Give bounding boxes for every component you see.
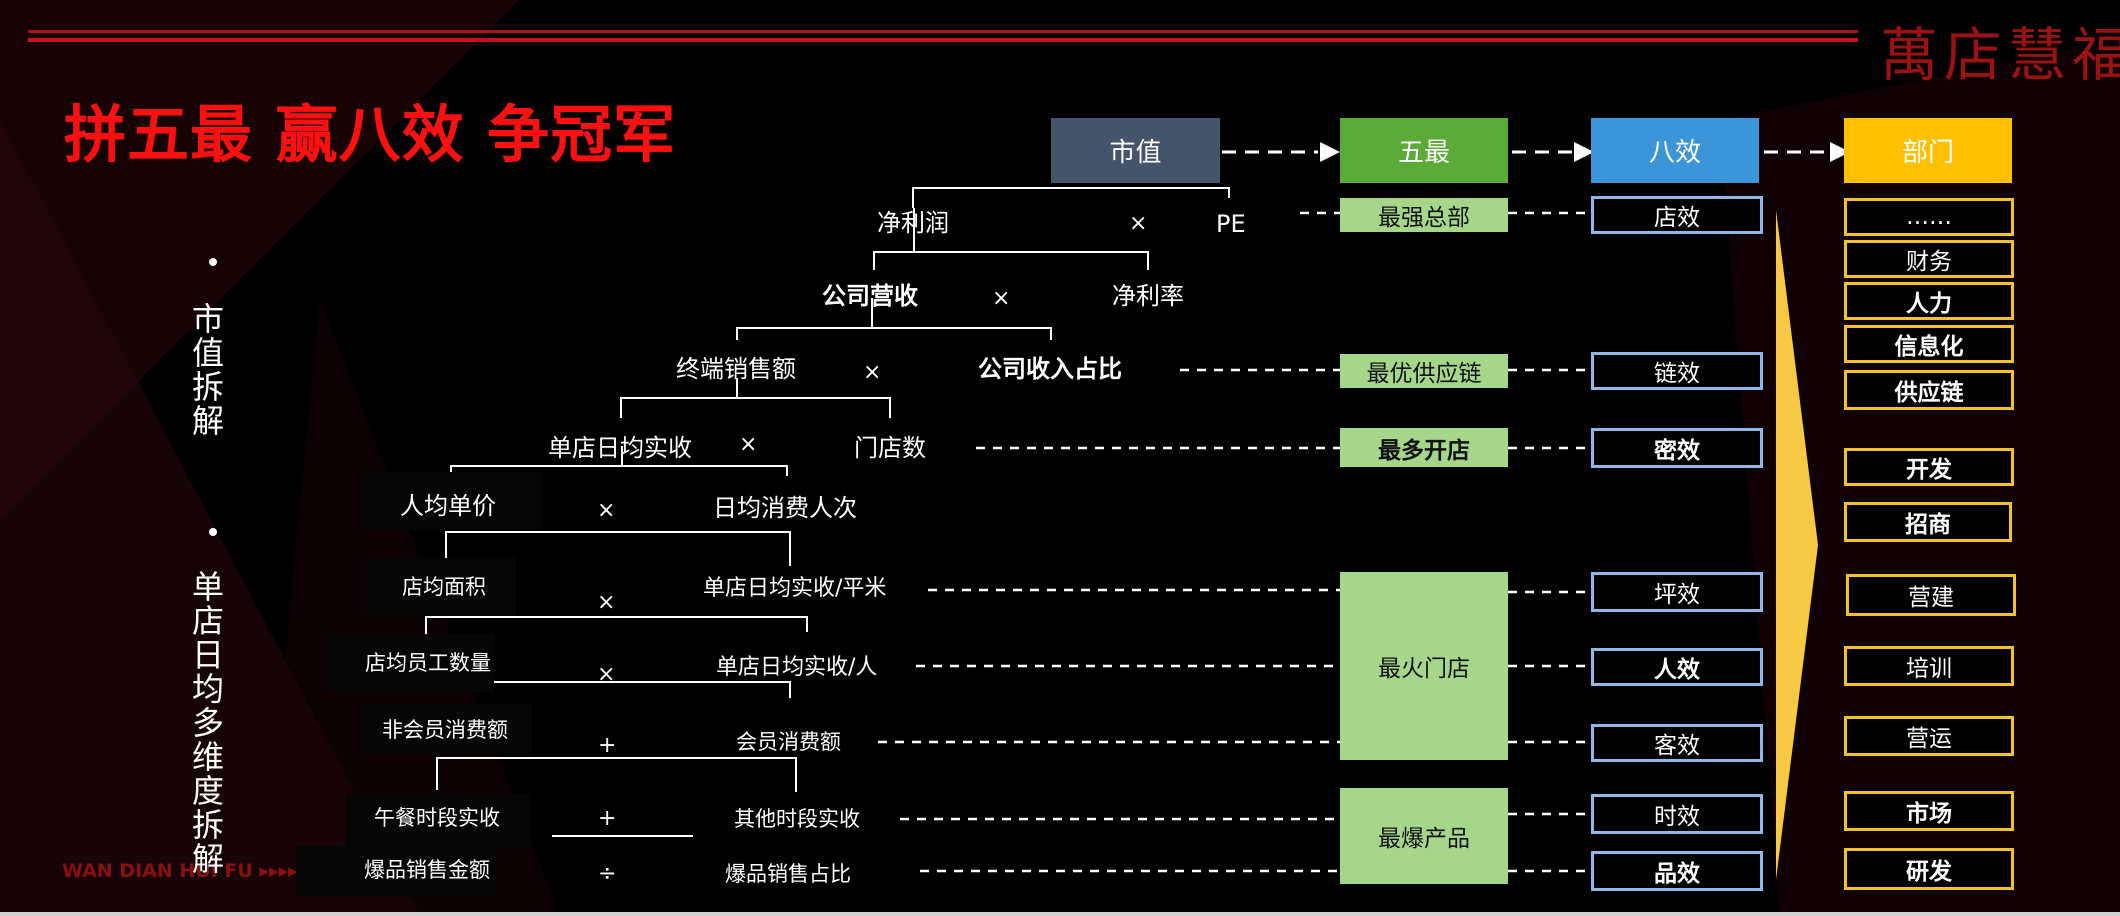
footer-brand: WAN DIAN HUI FU ▸▸▸▸ (62, 860, 298, 882)
bullet-point (209, 528, 217, 536)
label-plate (366, 558, 516, 616)
operator-times: × (597, 662, 616, 687)
node-per-capita-price: 人均单价 (400, 492, 496, 520)
node-non-member-sales: 非会员消费额 (382, 718, 508, 742)
node-lunch-sales: 午餐时段实收 (374, 806, 500, 830)
dept-development: 开发 (1844, 448, 2014, 486)
effect-product: 品效 (1591, 851, 1763, 891)
node-hot-product-amount: 爆品销售金额 (364, 858, 490, 882)
five-most-hottest-product: 最爆产品 (1340, 788, 1508, 884)
operator-plus: + (598, 806, 617, 831)
dept-rnd: 研发 (1844, 848, 2014, 890)
dept-supply-chain: 供应链 (1844, 370, 2014, 410)
node-net-profit: 净利润 (877, 209, 949, 237)
five-most-hottest-store: 最火门店 (1340, 572, 1508, 760)
effect-chain: 链效 (1591, 352, 1763, 390)
header-five-most: 五最 (1340, 118, 1508, 183)
header-eight-effects: 八效 (1591, 118, 1759, 183)
effect-store: 店效 (1591, 196, 1763, 234)
node-store-count: 门店数 (854, 434, 926, 462)
bullet-point (209, 258, 217, 266)
label-plate (362, 704, 532, 754)
node-sales-per-staff: 单店日均实收/人 (716, 655, 878, 680)
operator-times: × (739, 432, 758, 457)
label-plate (326, 634, 494, 692)
yellow-arrow (1776, 210, 1818, 880)
dept-operations: 营运 (1844, 716, 2014, 756)
five-most-strongest-hq: 最强总部 (1340, 198, 1508, 232)
operator-times: × (597, 498, 616, 523)
effect-area: 坪效 (1591, 572, 1763, 612)
node-sales-per-sqm: 单店日均实收/平米 (703, 576, 887, 601)
dept-more: …… (1844, 198, 2014, 236)
operator-plus: + (598, 733, 617, 758)
dept-hr: 人力 (1844, 282, 2014, 320)
label-plate (346, 794, 530, 848)
side-label-market-value: 市值拆解 (191, 300, 224, 440)
dept-it: 信息化 (1844, 325, 2014, 363)
node-member-sales: 会员消费额 (736, 730, 841, 754)
operator-times: × (597, 590, 616, 615)
node-hot-product-share: 爆品销售占比 (725, 862, 851, 886)
operator-times: × (992, 286, 1011, 311)
node-revenue-share: 公司收入占比 (978, 355, 1122, 383)
node-store-area: 店均面积 (402, 575, 486, 599)
header-market-value: 市值 (1051, 118, 1220, 183)
dept-franchise: 招商 (1844, 502, 2012, 542)
operator-divide: ÷ (598, 861, 617, 886)
dept-marketing: 市场 (1844, 791, 2014, 831)
dept-training: 培训 (1844, 646, 2014, 686)
label-plate (296, 846, 496, 896)
node-daily-avg-sales: 单店日均实收 (548, 434, 692, 462)
operator-times: × (1129, 211, 1148, 236)
effect-staff: 人效 (1591, 648, 1763, 686)
node-daily-visits: 日均消费人次 (713, 494, 857, 522)
brand-logo: 萬店慧福 (1880, 21, 2120, 89)
five-most-best-supply-chain: 最优供应链 (1340, 354, 1508, 388)
page-title: 拼五最 赢八效 争冠军 (64, 98, 677, 171)
label-plate (364, 472, 542, 530)
node-company-revenue: 公司营收 (822, 282, 918, 310)
node-terminal-sales: 终端销售额 (676, 355, 796, 383)
side-label-store-breakdown: 单店日均多维度拆解 (191, 568, 224, 878)
effect-time: 时效 (1591, 794, 1763, 834)
effect-density: 密效 (1591, 428, 1763, 468)
dept-finance: 财务 (1844, 240, 2014, 278)
node-pe: PE (1216, 210, 1246, 238)
node-net-margin: 净利率 (1112, 282, 1184, 310)
operator-times: × (863, 360, 882, 385)
five-most-most-stores: 最多开店 (1340, 428, 1508, 467)
header-department: 部门 (1844, 118, 2012, 183)
effect-customer: 客效 (1591, 724, 1763, 762)
node-other-period-sales: 其他时段实收 (734, 807, 860, 831)
dept-construction: 营建 (1846, 574, 2016, 616)
node-staff-count: 店均员工数量 (365, 651, 491, 675)
